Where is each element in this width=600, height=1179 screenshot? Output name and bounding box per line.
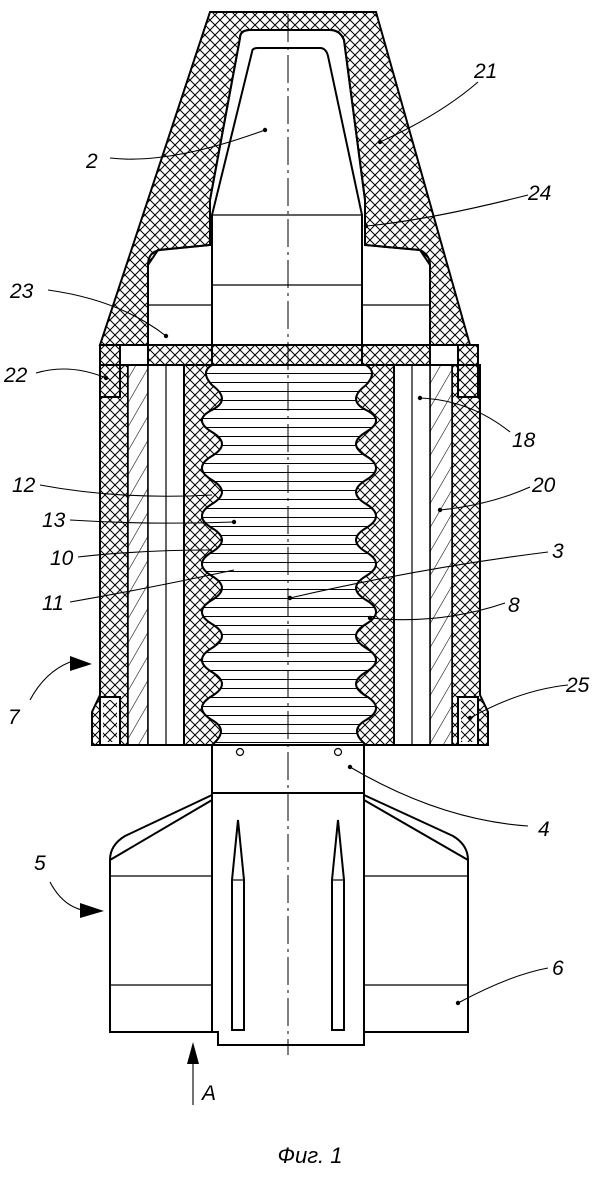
label-10: 10 bbox=[50, 547, 74, 570]
arrow-5 bbox=[49, 881, 104, 918]
base bbox=[109, 792, 469, 1046]
label-11: 11 bbox=[42, 592, 64, 615]
holder bbox=[91, 344, 489, 746]
arrow-7 bbox=[29, 656, 92, 701]
label-20: 20 bbox=[531, 474, 556, 497]
cutter-tip bbox=[211, 47, 363, 366]
label-13: 13 bbox=[42, 509, 66, 532]
label-4: 4 bbox=[538, 818, 550, 841]
label-5: 5 bbox=[34, 852, 46, 875]
leader-lines bbox=[35, 81, 569, 1006]
label-2: 2 bbox=[85, 150, 98, 173]
view-arrow-a bbox=[187, 1042, 199, 1105]
label-18: 18 bbox=[512, 429, 536, 452]
label-7: 7 bbox=[8, 706, 21, 729]
view-label-a: A bbox=[200, 1082, 216, 1105]
label-12: 12 bbox=[12, 474, 36, 497]
label-3: 3 bbox=[552, 540, 564, 563]
cap-body bbox=[98, 11, 472, 366]
label-22: 22 bbox=[3, 364, 28, 387]
label-21: 21 bbox=[473, 60, 497, 83]
label-24: 24 bbox=[527, 182, 551, 205]
label-8: 8 bbox=[508, 594, 520, 617]
corrugated-shank bbox=[201, 364, 377, 746]
label-23: 23 bbox=[9, 280, 34, 303]
cap-cavity bbox=[147, 29, 431, 366]
label-6: 6 bbox=[552, 957, 564, 980]
label-25: 25 bbox=[565, 674, 590, 697]
figure-caption: Фиг. 1 bbox=[277, 1143, 342, 1168]
